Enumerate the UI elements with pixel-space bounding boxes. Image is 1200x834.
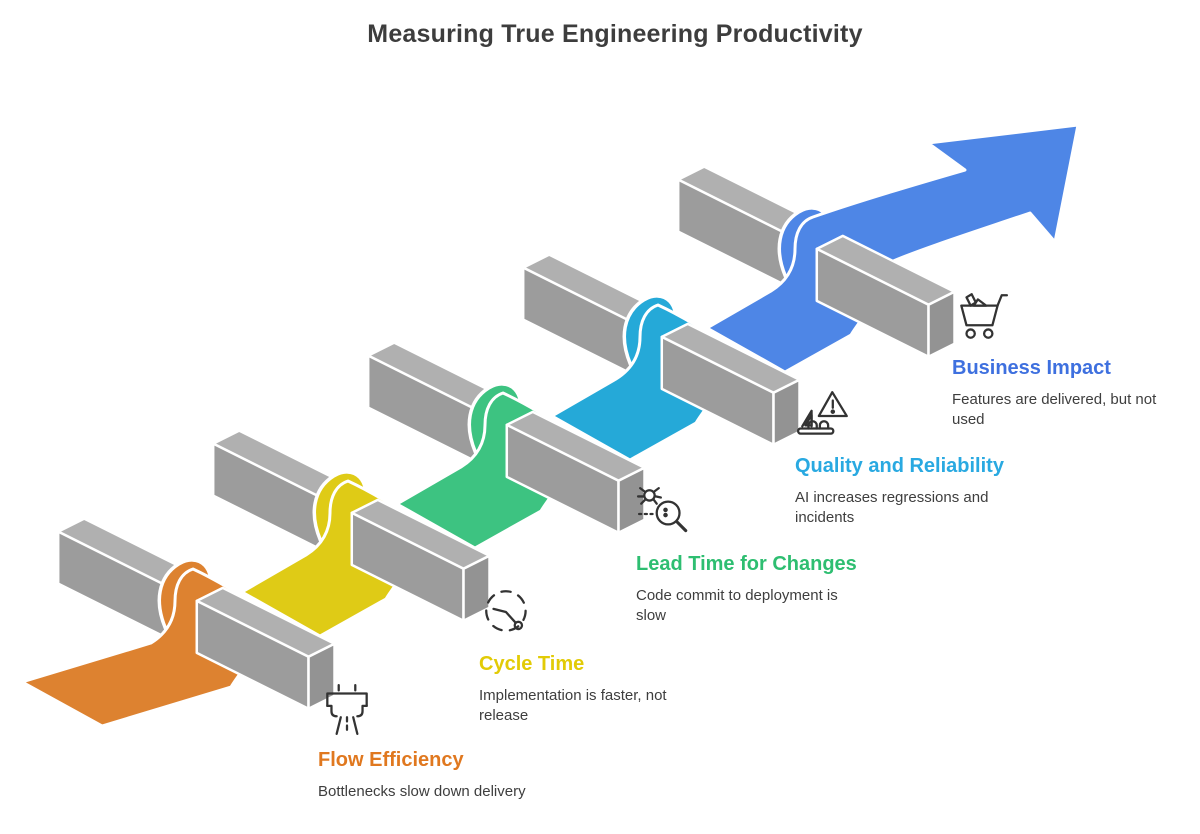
bug-magnifier-icon [636, 484, 694, 542]
incident-warning-icon [795, 386, 853, 444]
hurdle-unit-stopwatch [211, 429, 491, 638]
hurdle-unit-incident-warning [521, 253, 801, 462]
step-title: Flow Efficiency [318, 749, 464, 771]
page-title: Measuring True Engineering Productivity [367, 20, 863, 48]
road-bottleneck-icon [318, 680, 376, 738]
shopping-cart-icon [952, 288, 1010, 346]
hurdle-unit-shopping-cart [676, 123, 1080, 374]
step-quality-reliability: Quality and Reliability AI increases reg… [795, 386, 1027, 528]
stopwatch-icon [479, 584, 537, 642]
step-description: AI increases regressions and incidents [795, 489, 989, 526]
step-description: Implementation is faster, not release [479, 687, 667, 724]
step-business-impact: Business Impact Features are delivered, … [952, 288, 1184, 430]
step-lead-time: Lead Time for Changes Code commit to dep… [636, 484, 868, 626]
step-flow-efficiency: Flow Efficiency Bottlenecks slow down de… [318, 680, 550, 802]
step-description: Features are delivered, but not used [952, 391, 1157, 428]
hurdle-unit-road-bottleneck [20, 517, 336, 728]
step-cycle-time: Cycle Time Implementation is faster, not… [479, 584, 711, 726]
step-description: Bottlenecks slow down delivery [318, 783, 526, 800]
step-title: Quality and Reliability [795, 455, 1004, 477]
step-title: Business Impact [952, 357, 1111, 379]
step-description: Code commit to deployment is slow [636, 587, 838, 624]
hurdle-unit-bug-magnifier [366, 341, 646, 550]
step-title: Lead Time for Changes [636, 553, 857, 575]
step-title: Cycle Time [479, 653, 585, 675]
